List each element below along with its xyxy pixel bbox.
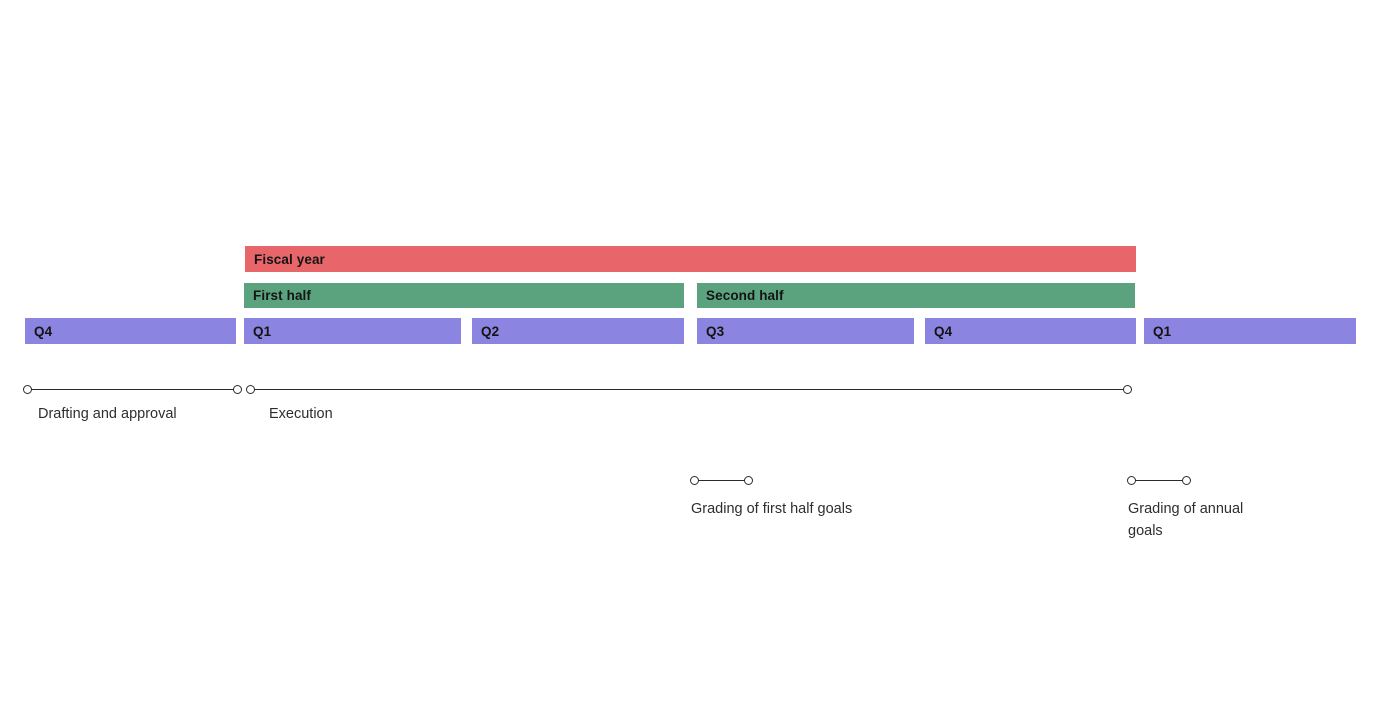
phase-line-3	[1131, 480, 1186, 481]
timeline-bar-quarters-3[interactable]: Q3	[697, 318, 914, 344]
phase-label-2: Grading of first half goals	[691, 501, 853, 517]
phase-line-2	[694, 480, 748, 481]
timeline-bar-quarters-2[interactable]: Q2	[472, 318, 684, 344]
milestone-start-dot-icon-0[interactable]	[22, 384, 32, 394]
milestone-end-dot-icon-3[interactable]	[1181, 475, 1191, 485]
timeline-bar-halves-0[interactable]: First half	[244, 283, 684, 308]
milestone-end-dot-icon-2[interactable]	[743, 475, 753, 485]
milestone-start-dot-icon-1[interactable]	[245, 384, 255, 394]
milestone-end-dot-icon-0[interactable]	[232, 384, 242, 394]
timeline-bar-quarters-5[interactable]: Q1	[1144, 318, 1356, 344]
phase-label-3: Grading of annual goals	[1128, 501, 1244, 539]
timeline-bar-quarters-1[interactable]: Q1	[244, 318, 461, 344]
phase-line-1	[250, 389, 1127, 390]
phase-label-0: Drafting and approval	[38, 406, 177, 422]
phase-line-0	[27, 389, 237, 390]
timeline-bar-quarters-0[interactable]: Q4	[25, 318, 236, 344]
timeline-bar-halves-1[interactable]: Second half	[697, 283, 1135, 308]
phase-label-1: Execution	[269, 406, 333, 422]
timeline-bar-fiscal-year-0[interactable]: Fiscal year	[245, 246, 1136, 272]
milestone-start-dot-icon-2[interactable]	[689, 475, 699, 485]
milestone-start-dot-icon-3[interactable]	[1126, 475, 1136, 485]
timeline-bar-quarters-4[interactable]: Q4	[925, 318, 1136, 344]
milestone-end-dot-icon-1[interactable]	[1122, 384, 1132, 394]
